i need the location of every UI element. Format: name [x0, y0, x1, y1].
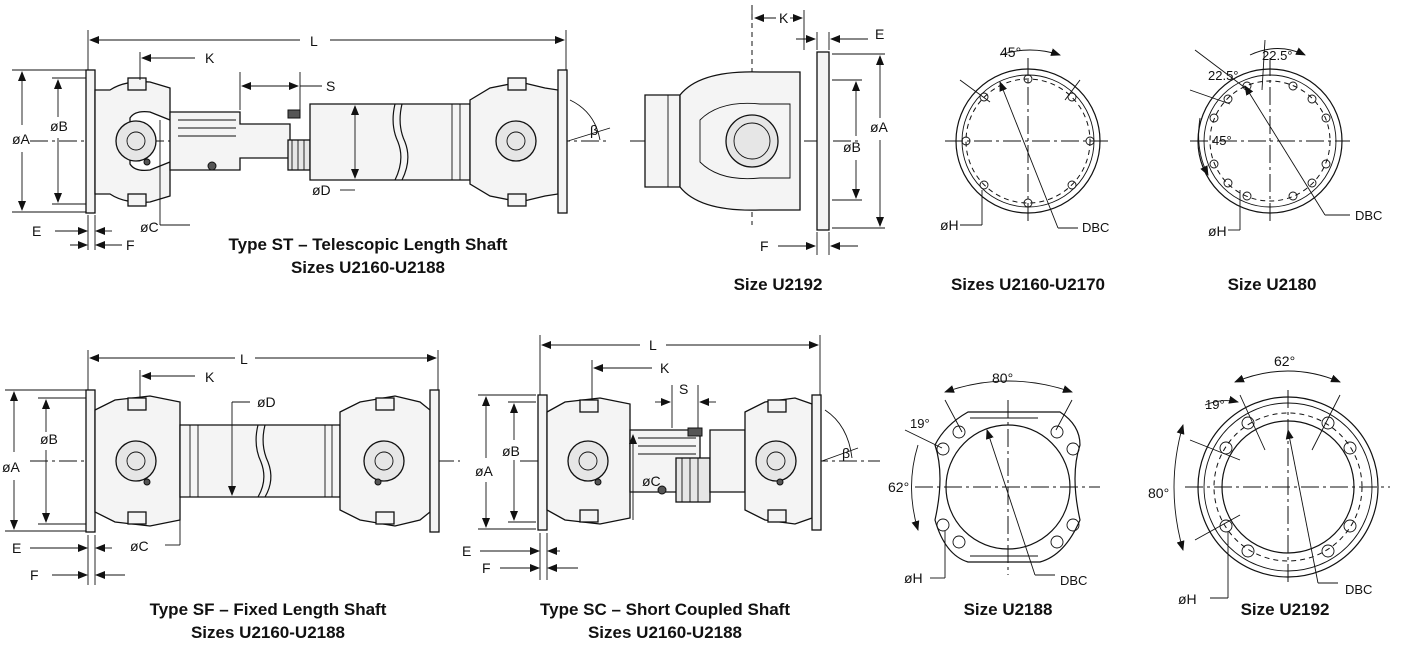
dim-k: K — [660, 360, 670, 376]
dim-e: E — [462, 543, 471, 559]
type-sf-drawing: L K øD øA øB øC E F Type SF – Fixed Le — [2, 350, 460, 642]
bolt-holes — [961, 74, 1095, 208]
dim-beta: β — [842, 445, 850, 461]
size-u2188-face: 80° 19° 62° DBC øH Size U2188 — [888, 370, 1100, 619]
dim-s: S — [679, 381, 688, 397]
dim-f: F — [482, 560, 491, 576]
right-flange — [557, 69, 568, 214]
caption-type-st-line2: Sizes U2160-U2188 — [291, 258, 445, 277]
caption-type-sc-line2: Sizes U2160-U2188 — [588, 623, 742, 642]
dim-f: F — [760, 238, 769, 254]
left-flange — [85, 69, 96, 214]
angle-label-1: 62° — [1274, 353, 1295, 369]
type-st-drawing: L K S øA øB øC øD E — [12, 30, 611, 277]
dim-a: øA — [870, 119, 889, 135]
size-u2180-face: 22.5° 22.5° 45° øH DBC Size U2180 — [1189, 39, 1382, 294]
dim-c: øC — [642, 473, 661, 489]
dim-k: K — [205, 50, 215, 66]
caption-type-st-line1: Type ST – Telescopic Length Shaft — [229, 235, 508, 254]
caption-size-u2192-face: Size U2192 — [1241, 600, 1330, 619]
angle-label-3: 62° — [888, 479, 909, 495]
dim-c: øC — [140, 219, 159, 235]
angle-label: 45° — [1000, 44, 1021, 60]
dim-f: F — [126, 237, 135, 253]
dim-e: E — [875, 26, 884, 42]
spline-sleeve — [169, 111, 291, 171]
angle-label-1: 22.5° — [1262, 48, 1293, 63]
bolt-holes — [1209, 81, 1331, 201]
dim-e: E — [12, 540, 21, 556]
dim-b: øB — [843, 139, 861, 155]
dim-k: K — [205, 369, 215, 385]
dim-c: øC — [130, 538, 149, 554]
dim-a: øA — [2, 459, 21, 475]
dim-b: øB — [502, 443, 520, 459]
dim-b: øB — [50, 118, 68, 134]
size-u2192-face: 62° 19° 80° DBC øH Size U2192 — [1148, 353, 1390, 619]
angle-label-2: 22.5° — [1208, 68, 1239, 83]
type-sc-drawing: L K S øA øB øC β E — [462, 335, 880, 642]
dim-s: S — [326, 78, 335, 94]
shaft-tube — [309, 103, 471, 181]
hole-label: øH — [1208, 223, 1227, 239]
hole-label: øH — [904, 570, 923, 586]
dbc-label: DBC — [1345, 582, 1372, 597]
dbc-label: DBC — [1355, 208, 1382, 223]
angle-label-3: 80° — [1148, 485, 1169, 501]
caption-sizes-u2160-u2170: Sizes U2160-U2170 — [951, 275, 1105, 294]
sizes-u2160-u2170-face: 45° øH DBC Sizes U2160-U2170 — [940, 44, 1110, 294]
size-u2192-side-drawing: K E øA øB F Size U2192 — [630, 5, 889, 294]
caption-type-sf-line1: Type SF – Fixed Length Shaft — [150, 600, 387, 619]
dbc-label: DBC — [1082, 220, 1109, 235]
dim-l: L — [240, 351, 248, 367]
angle-label-3: 45° — [1212, 133, 1232, 148]
flange-u2192 — [816, 51, 830, 231]
caption-size-u2180: Size U2180 — [1228, 275, 1317, 294]
dim-d: øD — [312, 182, 331, 198]
dim-f: F — [30, 567, 39, 583]
dim-d: øD — [257, 394, 276, 410]
dim-beta: β — [590, 122, 598, 138]
dim-k: K — [779, 10, 789, 26]
angle-label-1: 80° — [992, 370, 1013, 386]
dim-l: L — [649, 337, 657, 353]
left-cross-bearing — [115, 120, 157, 162]
hole-label: øH — [1178, 591, 1197, 607]
dbc-label: DBC — [1060, 573, 1087, 588]
caption-size-u2192-side: Size U2192 — [734, 275, 823, 294]
caption-size-u2188: Size U2188 — [964, 600, 1053, 619]
dim-l: L — [310, 33, 318, 49]
dim-a: øA — [475, 463, 494, 479]
caption-type-sf-line2: Sizes U2160-U2188 — [191, 623, 345, 642]
hole-label: øH — [940, 217, 959, 233]
angle-label-2: 19° — [1205, 397, 1225, 412]
angle-label-2: 19° — [910, 416, 930, 431]
right-cross-bearing — [495, 120, 537, 162]
caption-type-sc-line1: Type SC – Short Coupled Shaft — [540, 600, 790, 619]
dim-b: øB — [40, 431, 58, 447]
dim-a: øA — [12, 131, 31, 147]
dim-e: E — [32, 223, 41, 239]
